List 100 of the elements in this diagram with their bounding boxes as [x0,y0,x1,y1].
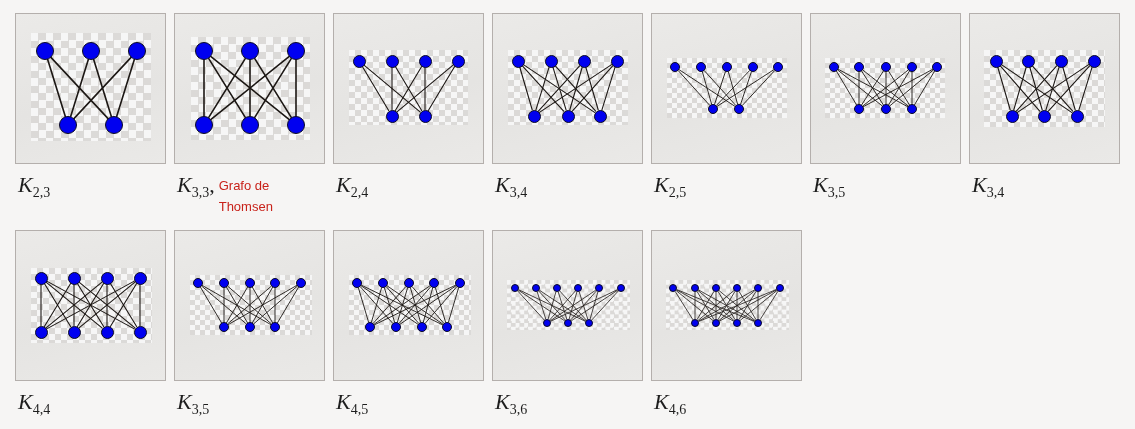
graph-edge [398,286,432,324]
graph-vertex [378,278,388,288]
thumbnail-frame [651,13,802,164]
graph-edge [447,287,460,323]
graph-vertex [773,62,783,72]
graph-edge [538,64,613,113]
graph-edge [914,70,935,106]
graph-edge [249,287,251,323]
graph-vertex [748,62,758,72]
graph-vertex [531,283,541,293]
graph-edge [1078,66,1093,111]
graph-vertex [854,62,864,72]
graph-edge [678,69,736,107]
graph-label: K$_{2,3}$ [18,172,51,198]
graph-vertex [616,283,626,293]
graph-vertex [365,322,375,332]
graph-edge [716,69,775,107]
graph-vertex [668,283,678,293]
graph-edge [223,287,225,323]
graph-vertex [594,283,604,293]
graph-edge [550,289,618,322]
graph-vertex [391,322,401,332]
graph-vertex [404,278,414,288]
graph-vertex [429,278,439,288]
graph-edge [736,291,738,320]
crossing-edges [109,283,138,327]
crossing-edges [252,286,273,324]
graph-edge [571,289,618,322]
crossing-edges [698,289,755,322]
graph-edge [739,290,778,321]
graph-edge [201,285,247,325]
graph-vertex [854,104,864,114]
crossing-edges [862,69,909,107]
graph-vertex [732,283,742,293]
thumbnail-frame [333,230,484,381]
graph-edge [585,66,599,111]
graph-edge [889,69,934,107]
graph-edge [549,290,576,321]
thumbnail-frame [969,13,1120,164]
graph-vertex [753,318,763,328]
graph-vertex [907,104,917,114]
graph-edge [837,68,909,108]
graph-vertex [711,318,721,328]
graph-edge [677,70,711,106]
graph-vertex [732,318,742,328]
crossing-edges [738,291,757,320]
graph-vertex [510,283,520,293]
graph-vertex [696,62,706,72]
graph-vertex [352,278,362,288]
graph-vertex [270,322,280,332]
crossing-edges [888,70,910,106]
graph-vertex [932,62,942,72]
graph-edge [274,287,276,323]
graph-edge [203,59,205,117]
graph-edge [518,289,565,322]
graph-edge [676,289,755,322]
crossing-edges [226,286,248,324]
graph-vertex [245,278,255,288]
graph-vertex [296,278,306,288]
graph-vertex [708,104,718,114]
graph-edge [517,290,545,321]
graph-edge [115,58,136,118]
graph-edge [200,286,222,324]
graph-edge [374,284,456,326]
graph-label: K$_{2,5}$ [654,172,687,198]
graph-edge [360,285,419,325]
graph-edge [999,65,1041,112]
graph-edge [885,71,887,105]
graph-edge [535,66,550,111]
graph-edge [1045,66,1060,111]
graph-edge [1016,64,1090,113]
graph-label: K$_{2,4}$ [336,172,369,198]
graph-edge [357,287,370,323]
graph-edge [361,284,443,326]
thumbnail-frame [333,13,484,164]
crossing-edges [78,281,136,329]
graph-vertex [442,322,452,332]
graph-edge [740,71,752,105]
graph-vertex [245,322,255,332]
graph-edge [518,289,586,322]
thumbnail-frame [651,230,802,381]
graph-edge [427,66,456,111]
graph-edge [559,290,587,321]
graph-edge [759,291,779,320]
caption-link: Grafo de Thomsen [218,177,274,216]
thumbnail-frame [810,13,961,164]
graph-edge [361,66,390,111]
graph-edge [911,71,913,105]
graph-edge [50,56,109,120]
graph-edge [383,287,396,323]
graph-vertex [219,278,229,288]
crossing-edges [253,57,293,119]
graph-vertex [270,278,280,288]
graph-edge [550,290,596,321]
graph-edge [399,285,457,325]
graph-edge [837,69,883,107]
graph-edge [249,59,251,117]
graph-edge [589,291,599,320]
graph-vertex [542,318,552,328]
graph-edge [557,291,568,320]
